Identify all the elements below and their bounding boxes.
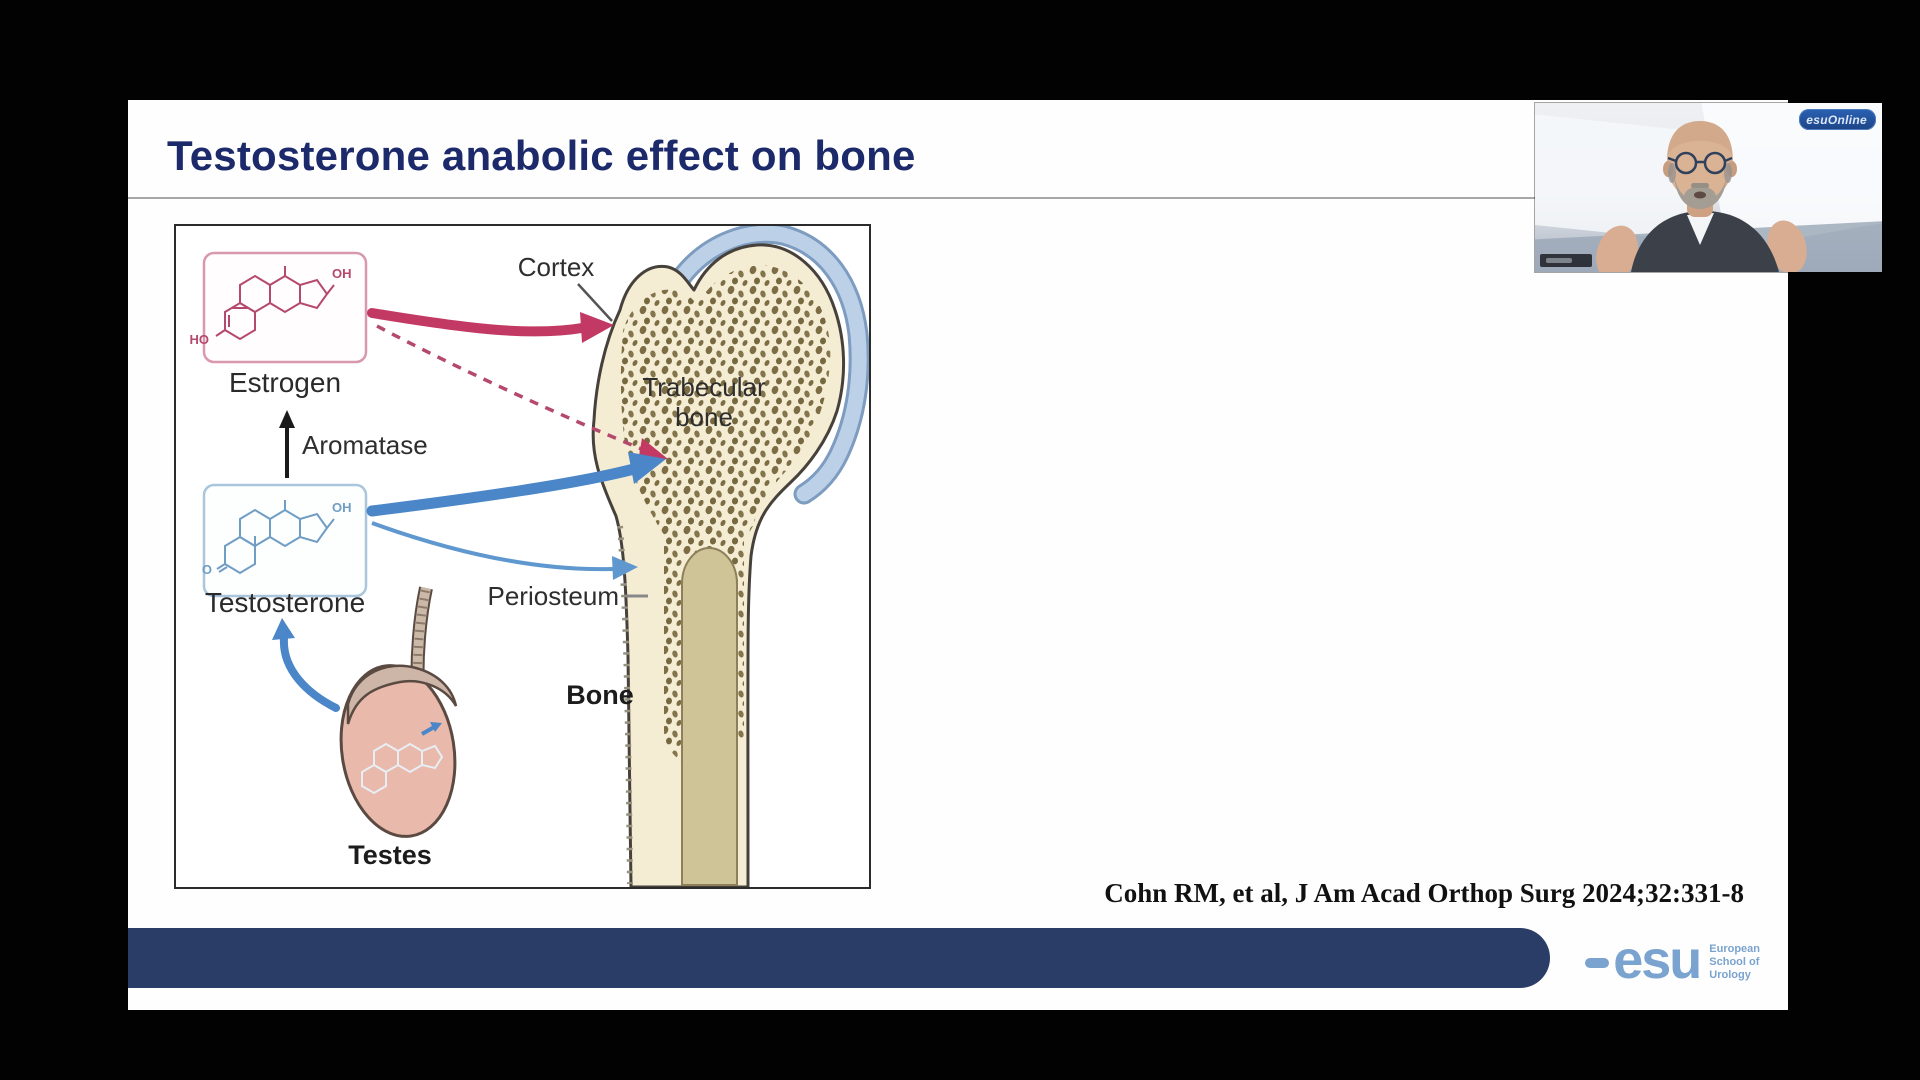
footer-accent-bar <box>128 928 1550 988</box>
cortex-label: Cortex <box>518 252 595 282</box>
testes-label: Testes <box>348 840 432 870</box>
presenter-right-hand <box>1767 220 1807 272</box>
bone-diagram-frame: OH HO Estrogen Aromatase <box>174 222 871 889</box>
trabecular-bone-label-line1: Trabecular <box>642 372 766 402</box>
presenter-glasses <box>1667 151 1733 175</box>
bone-diagram: OH HO Estrogen Aromatase <box>190 222 870 889</box>
esu-sub-line-3: Urology <box>1709 968 1751 981</box>
testosterone-oh-label: OH <box>332 500 352 515</box>
presenter-webcam: esuOnline <box>1535 103 1882 272</box>
testes-to-testosterone-arrow <box>272 618 340 712</box>
medullary-canal <box>681 546 738 886</box>
estrogen-to-cortex-arrow <box>367 308 614 343</box>
presenter-beard <box>1674 175 1727 209</box>
participant-name-label <box>1540 254 1592 267</box>
slide-title: Testosterone anabolic effect on bone <box>167 132 916 179</box>
presenter-suit <box>1631 210 1779 272</box>
esu-online-badge: esuOnline <box>1799 109 1876 130</box>
estrogen-structure-box: OH HO <box>190 251 368 364</box>
estrogen-ho-label: HO <box>190 332 210 347</box>
esu-logo: esu European School of Urology <box>1585 930 1760 990</box>
periosteum-line <box>617 525 633 885</box>
trabecular-region-head <box>620 265 831 562</box>
trabecular-bone-label-line2: bone <box>675 402 733 432</box>
estrogen-label: Estrogen <box>229 367 341 398</box>
estrogen-oh-label: OH <box>332 266 352 281</box>
testosterone-to-trabecular-arrow <box>366 452 666 517</box>
esu-logo-dash <box>1585 958 1610 969</box>
testosterone-structure-box: OH O <box>202 483 368 598</box>
testosterone-to-periosteum-arrow <box>371 521 638 580</box>
aromatase-arrow <box>279 410 295 478</box>
presenter-figure <box>1596 121 1807 272</box>
esu-sub-line-1: European <box>1709 943 1760 956</box>
presenter-shirt <box>1687 213 1714 245</box>
testes-illustration <box>339 664 458 838</box>
cartilage-cap <box>670 222 870 505</box>
presenter-left-hand <box>1596 225 1638 272</box>
testosterone-o-label: O <box>202 562 212 577</box>
aromatase-label: Aromatase <box>302 430 428 460</box>
esu-wordmark: esu <box>1613 930 1702 990</box>
esu-online-badge-text: esuOnline <box>1806 112 1867 127</box>
title-divider <box>128 197 1788 199</box>
periosteum-label: Periosteum <box>488 581 620 611</box>
citation-text: Cohn RM, et al, J Am Acad Orthop Surg 20… <box>1104 878 1744 908</box>
bone-illustration <box>591 243 846 889</box>
cortex-pointer-line <box>577 283 613 322</box>
presentation-slide: Testosterone anabolic effect on bone <box>128 100 1788 1010</box>
bone-label: Bone <box>566 680 634 710</box>
testosterone-label: Testosterone <box>205 587 365 618</box>
esu-logo-subtext: European School of Urology <box>1709 943 1760 981</box>
esu-sub-line-2: School of <box>1709 955 1760 968</box>
